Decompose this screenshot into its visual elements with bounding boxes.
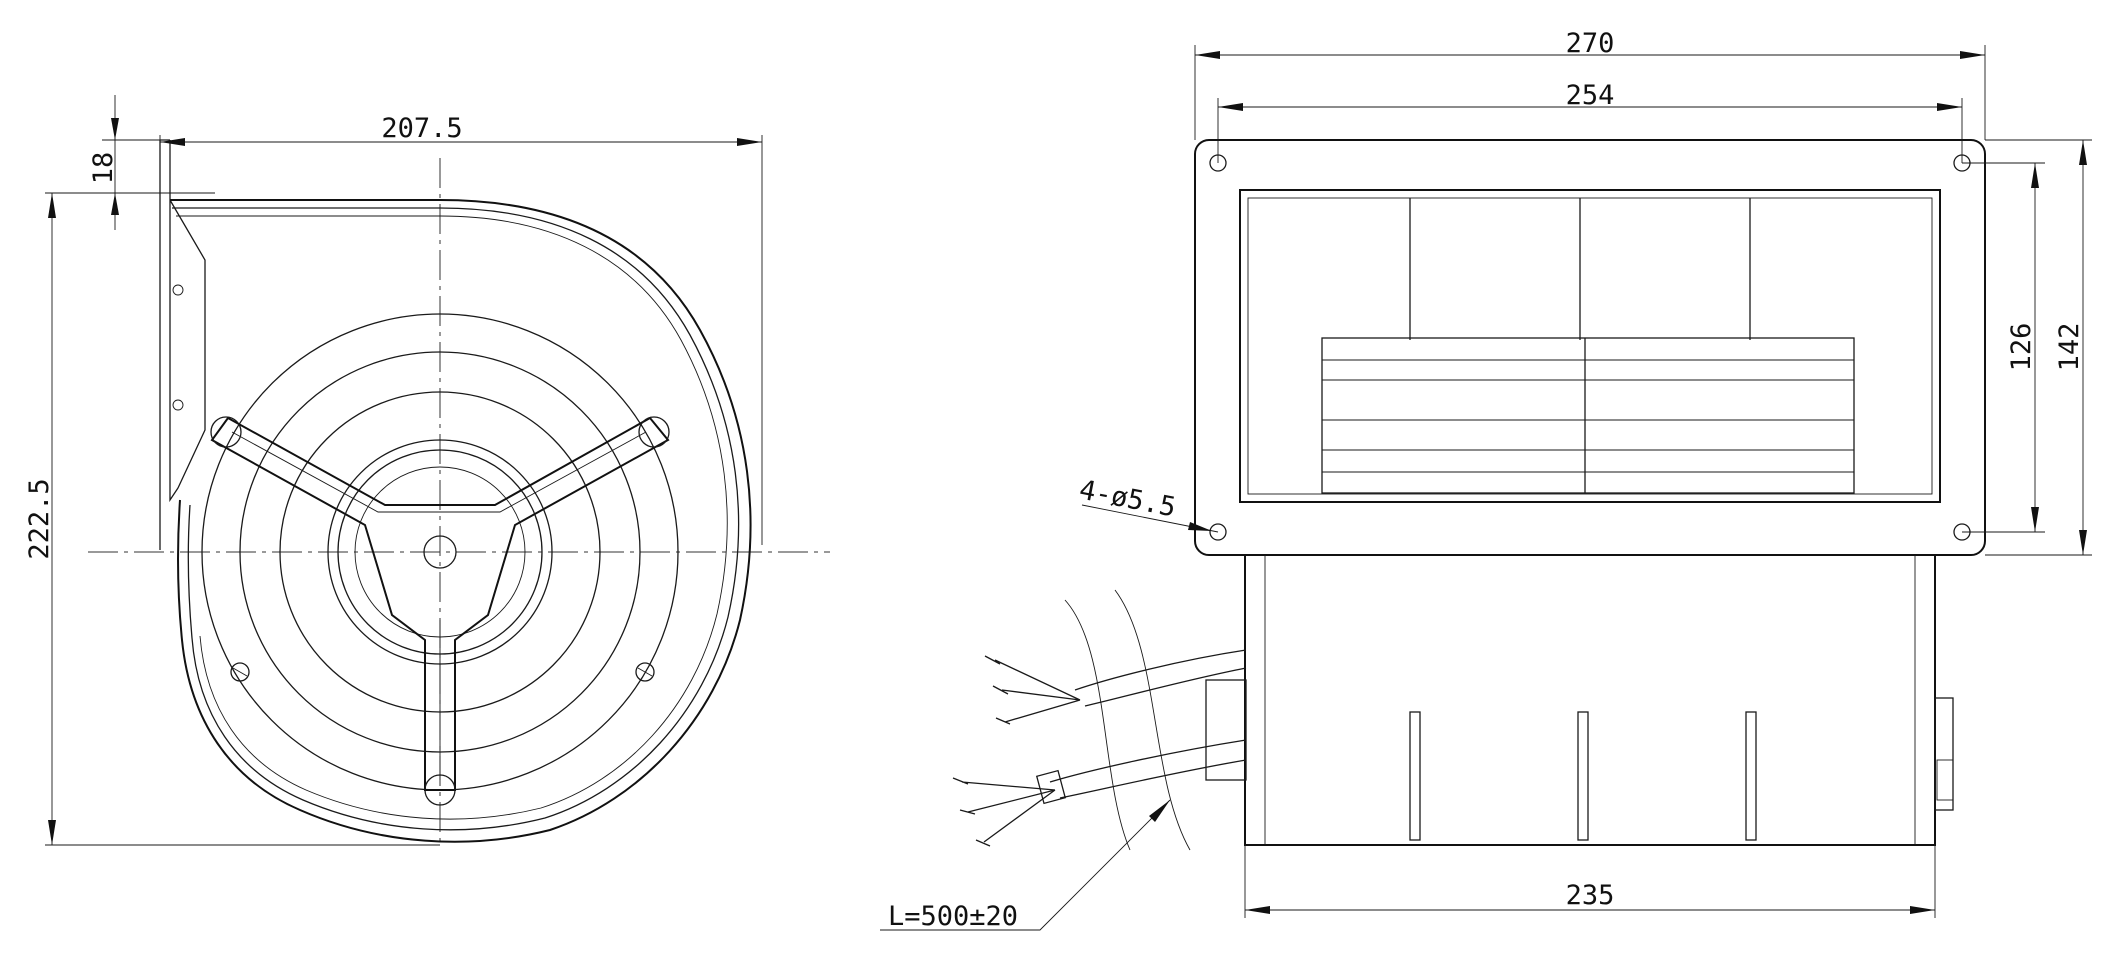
cable-break-lines: [1064, 589, 1191, 851]
flange-hole-lower: [172, 399, 184, 411]
dim-front-height-arrow-top: [48, 193, 56, 218]
cable-upper: [1074, 649, 1247, 707]
screw-right-slot: [637, 667, 653, 677]
front-view: 207.5 18 222.5: [24, 95, 830, 846]
terminal-connector: [1936, 759, 1954, 801]
dim-mount-holes-arrow: [1188, 522, 1212, 531]
dim-front-width-label: 207.5: [381, 113, 462, 144]
wire-leads-upper: [984, 655, 1081, 725]
dim-hole-x-arrow-right: [1937, 103, 1962, 111]
dim-side-height-arrow-top: [2079, 140, 2087, 165]
cable-length-arrow: [1149, 800, 1170, 822]
dim-mount-holes-label: 4-ø5.5: [1077, 474, 1179, 523]
dim-hole-x-arrow-left: [1218, 103, 1243, 111]
dim-hole-x-label: 254: [1566, 80, 1615, 111]
dim-hole-y-arrow-bottom: [2031, 507, 2039, 532]
dim-flange-label: 18: [88, 152, 119, 185]
volute-housing-lip: [176, 215, 728, 820]
shaft-hub: [423, 535, 457, 569]
motor-body: [1244, 554, 1936, 846]
screw-right: [635, 662, 655, 682]
side-view: 270 254 126 142 4-ø5.5 235: [880, 28, 2092, 932]
dim-front-height-label: 222.5: [24, 478, 55, 559]
dim-side-width-label: 270: [1566, 28, 1615, 59]
dim-front-width-arrow-left: [160, 138, 185, 146]
dim-flange-arrow-bottom: [111, 193, 119, 215]
cable-length-label: L=500±20: [888, 901, 1018, 932]
motor-slot-1: [1409, 711, 1421, 841]
dim-hole-y-label: 126: [2006, 323, 2037, 372]
cable-gland: [1205, 679, 1247, 781]
spider-bracket-rib: [231, 431, 647, 780]
dim-side-height-arrow-bottom: [2079, 530, 2087, 555]
dim-side-height-label: 142: [2054, 323, 2085, 372]
mount-hole-bottom-left: [1209, 523, 1227, 541]
motor-slot-2: [1577, 711, 1589, 841]
outlet-opening: [1239, 189, 1941, 503]
front-flange-plate: [159, 139, 206, 550]
dim-motor-width-label: 235: [1566, 880, 1615, 911]
dim-motor-width-arrow-left: [1245, 906, 1270, 914]
volute-housing-outer: [170, 199, 752, 843]
dim-side-width-arrow-right: [1960, 51, 1985, 59]
volute-housing-inner: [172, 207, 740, 831]
dim-motor-width-arrow-right: [1910, 906, 1935, 914]
dim-hole-y-arrow-top: [2031, 163, 2039, 188]
outlet-opening-inner: [1247, 197, 1933, 495]
screw-left-slot: [232, 667, 248, 677]
motor-slot-3: [1745, 711, 1757, 841]
bracket-hole-left: [210, 416, 242, 448]
dim-front-height-arrow-bottom: [48, 820, 56, 845]
dim-front-width-arrow-right: [737, 138, 762, 146]
bracket-hole-bottom: [424, 774, 456, 806]
terminal-box: [1934, 697, 1954, 811]
cable-lower: [1049, 739, 1247, 799]
spider-bracket: [210, 416, 670, 791]
bracket-hole-right: [638, 416, 670, 448]
wire-sleeve: [1035, 769, 1067, 805]
dim-side-width-arrow-left: [1195, 51, 1220, 59]
dim-flange-arrow-top: [111, 118, 119, 140]
flange-hole-upper: [172, 284, 184, 296]
impeller-wheel: [1321, 337, 1855, 494]
wire-leads-lower: [952, 777, 1056, 847]
cable-length-leader: [880, 799, 1171, 931]
screw-left: [230, 662, 250, 682]
